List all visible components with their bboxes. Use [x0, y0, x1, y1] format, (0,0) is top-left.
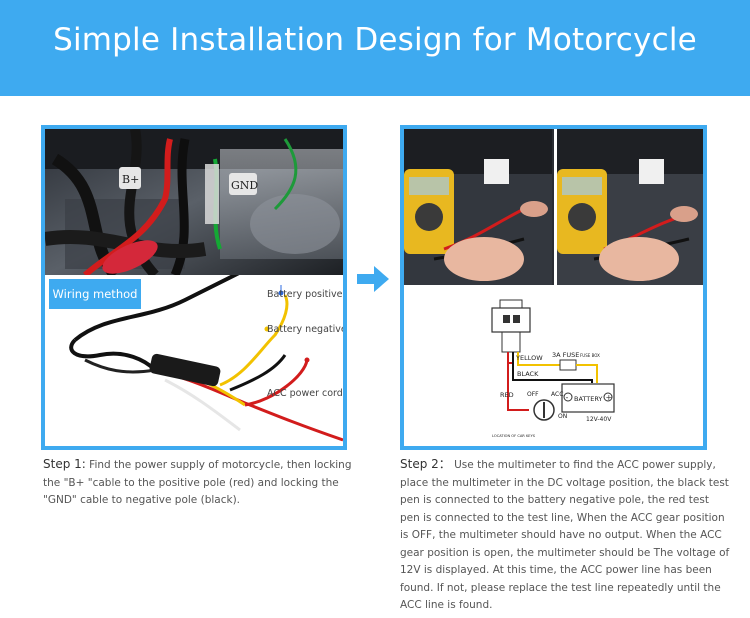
title-banner: Simple Installation Design for Motorcycl…	[0, 0, 750, 96]
wiring-harness-illustration	[69, 275, 343, 442]
off-label: OFF	[527, 391, 539, 398]
acc-wiring-diagram: - + YELLOW 3A FUSE FUSE BOX BLACK RED BA…	[404, 285, 703, 446]
battery-negative-label: Battery negative	[267, 324, 347, 335]
wiring-method-area: Wiring method Battery positive Battery n…	[45, 275, 343, 446]
fuse-label: 3A FUSE	[552, 351, 579, 359]
black-wire-label: BLACK	[517, 370, 539, 378]
right-arrow-icon	[357, 266, 389, 292]
acc-power-cord-label: ACC power cord	[267, 388, 343, 399]
on-label: ON	[558, 413, 567, 420]
key-location-label: LOCATION OF CAR KEYS	[492, 434, 536, 438]
voltage-label: 12V-40V	[586, 416, 612, 423]
b-plus-tag: B+	[122, 173, 139, 186]
wiring-method-badge: Wiring method	[49, 279, 141, 309]
step2-description: Step 2： Use the multimeter to find the A…	[400, 456, 730, 615]
step2-panel: - + YELLOW 3A FUSE FUSE BOX BLACK RED BA…	[400, 125, 707, 450]
step2-text: Use the multimeter to find the ACC power…	[400, 459, 730, 611]
acc-circuit-diagram: - + YELLOW 3A FUSE FUSE BOX BLACK RED BA…	[491, 299, 615, 438]
red-wire-label: RED	[500, 391, 514, 399]
acc-label: ACC	[551, 391, 563, 398]
step1-panel: B+ GND Wiring method Battery positive Ba…	[41, 125, 347, 450]
step2-label: Step 2：	[400, 457, 451, 471]
battery-positive-label: Battery positive	[267, 289, 343, 300]
battery-label: BATTERY	[574, 395, 602, 403]
engine-photo-illustration: B+ GND	[45, 129, 343, 275]
step1-text: Find the power supply of motorcycle, the…	[43, 459, 352, 506]
battery-plus-sign: +	[606, 393, 613, 402]
gnd-tag: GND	[231, 179, 258, 192]
battery-minus-sign: -	[566, 393, 569, 402]
yellow-wire-label: YELLOW	[515, 354, 543, 362]
multimeter-test-photo	[404, 129, 703, 285]
step1-description: Step 1: Find the power supply of motorcy…	[43, 456, 363, 510]
multimeter-photo-illustration	[404, 129, 703, 285]
step1-label: Step 1:	[43, 457, 86, 471]
engine-wiring-photo: B+ GND	[45, 129, 343, 275]
fuse-box-label: FUSE BOX	[580, 353, 600, 358]
page-title: Simple Installation Design for Motorcycl…	[53, 22, 697, 58]
